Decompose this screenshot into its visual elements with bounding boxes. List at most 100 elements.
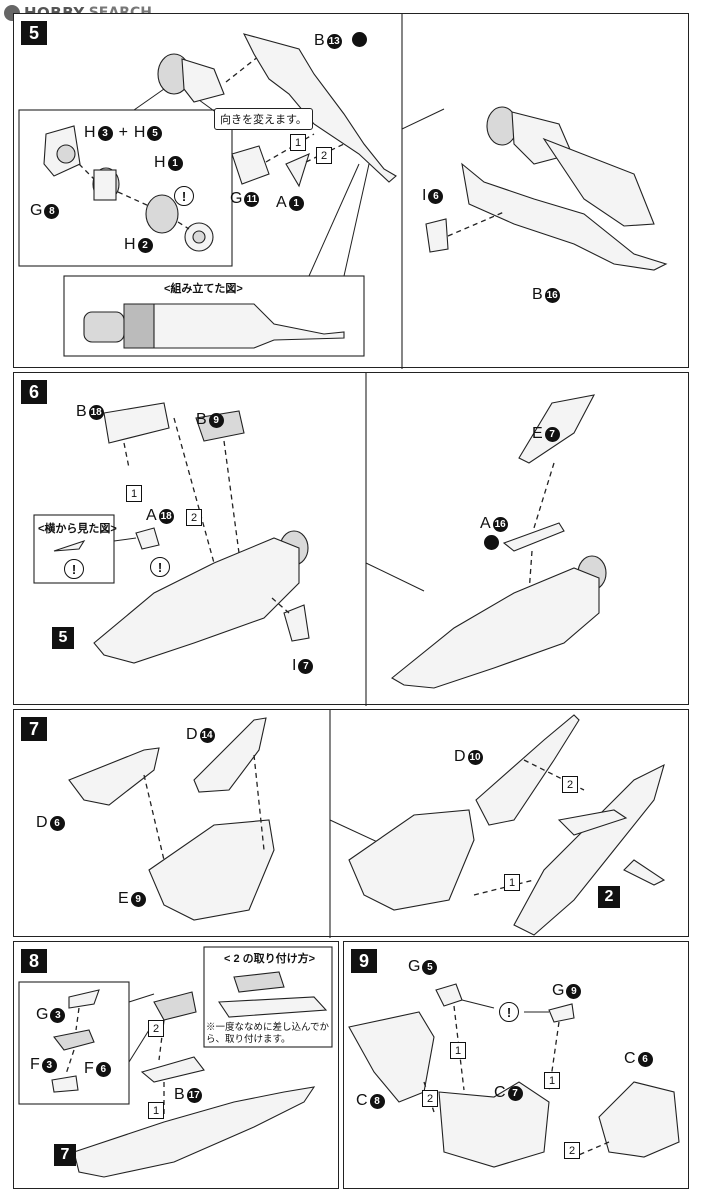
caution-icon: !	[174, 186, 194, 206]
part-label-i6: I 6	[422, 187, 444, 205]
step-9-drawing	[348, 983, 680, 1168]
reference-step-2: 2	[598, 886, 620, 908]
part-number: 1	[288, 195, 304, 211]
part-label-b16: B 16	[532, 286, 560, 304]
part-label-g9: G 9	[552, 982, 582, 1000]
part-number: 8	[44, 203, 60, 219]
part-label-h1: H 1	[154, 154, 183, 172]
part-letter: D	[36, 814, 48, 831]
part-letter: H	[124, 236, 136, 253]
part-label-f6: F 6	[84, 1060, 111, 1078]
order-marker-2: 2	[186, 509, 202, 526]
part-number: 6	[49, 815, 65, 831]
part-number: 13	[326, 33, 342, 49]
part-label-h2: H 2	[124, 236, 153, 254]
part-number: 6	[95, 1061, 111, 1077]
orientation-note: 向きを変えます。	[214, 108, 313, 130]
step-number: 9	[351, 949, 377, 973]
part-letter: H	[154, 154, 166, 171]
step-6-drawing	[33, 373, 607, 706]
part-letter: G	[36, 1006, 49, 1023]
side-view-title: <横から見た図>	[38, 523, 117, 535]
step-5-panel: 5 B 13 向きを変えます。 H 3 + H 5 H 1 ! H 2 G 8 …	[13, 13, 689, 369]
part-number: 7	[544, 426, 560, 442]
part-label-g11: G 11	[230, 190, 260, 208]
part-label-e7: E 7	[532, 425, 560, 443]
part-number: 6	[637, 1051, 653, 1067]
part-number: 3	[50, 1007, 66, 1023]
part-label-c8: C 8	[356, 1092, 385, 1110]
part-letter: A	[146, 507, 157, 524]
order-marker-2: 2	[562, 776, 578, 793]
step-7-panel: 7 D 14 D 6 E 9 D 10 2 1 2	[13, 709, 689, 938]
part-letter: E	[118, 890, 129, 907]
caution-icon: !	[150, 557, 170, 577]
part-letter: A	[276, 194, 287, 211]
part-number: 9	[566, 983, 582, 999]
step-5-drawing	[18, 14, 668, 369]
howto-title: < 2 の取り付け方>	[224, 953, 316, 965]
part-label-a1: A 1	[276, 194, 304, 212]
part-letter: C	[494, 1084, 506, 1101]
step-9-panel: 9 G 5 G 9 ! 1 1 2 2 C 8 C 7 C 6	[343, 941, 689, 1189]
part-letter: F	[30, 1056, 40, 1073]
part-label-b17: B 17	[174, 1086, 202, 1104]
part-number: 7	[298, 658, 314, 674]
part-number: 6	[428, 188, 444, 204]
order-marker-1: 1	[148, 1102, 164, 1119]
order-marker-1: 1	[290, 134, 306, 151]
part-letter: B	[174, 1086, 185, 1103]
assembled-view-title: <組み立てた図>	[164, 283, 243, 295]
rotate-icon	[484, 535, 499, 550]
part-number: 11	[244, 191, 260, 207]
part-number: 2	[137, 237, 153, 253]
part-letter: G	[230, 190, 243, 207]
part-letter: F	[84, 1060, 94, 1077]
part-number: 1	[167, 155, 183, 171]
order-marker-1: 1	[504, 874, 520, 891]
part-number: 7	[507, 1085, 523, 1101]
part-number: 14	[199, 727, 215, 743]
part-number: 3	[41, 1057, 57, 1073]
part-number: 17	[186, 1087, 202, 1103]
part-label-a18: A 18	[146, 507, 174, 525]
part-letter: D	[186, 726, 198, 743]
step-number: 6	[21, 380, 47, 404]
reference-step-5: 5	[52, 627, 74, 649]
part-label-f3: F 3	[30, 1056, 57, 1074]
part-number: 16	[492, 516, 508, 532]
part-number: 18	[88, 404, 104, 420]
part-number: 9	[130, 891, 146, 907]
part-number: 3	[97, 125, 113, 141]
part-label-g5: G 5	[408, 958, 438, 976]
step-8-drawing	[18, 946, 333, 1178]
step-8-panel: 8 G 3 F 3 F 6 2 1 B 17 < 2 の取り付け方> ※一度なな…	[13, 941, 339, 1189]
part-label-g3: G 3	[36, 1006, 66, 1024]
order-marker-2: 2	[564, 1142, 580, 1159]
part-label-d6: D 6	[36, 814, 65, 832]
part-number: 16	[544, 287, 560, 303]
order-marker-2: 2	[422, 1090, 438, 1107]
part-letter: B	[314, 32, 325, 49]
part-letter: A	[480, 515, 491, 532]
step-number: 7	[21, 717, 47, 741]
part-letter: G	[30, 202, 43, 219]
part-letter: I	[422, 187, 427, 204]
part-label-b13: B 13	[314, 32, 342, 50]
part-label-i7: I 7	[292, 657, 314, 675]
part-label-a16: A 16	[480, 515, 508, 533]
part-number: 5	[422, 959, 438, 975]
part-letter: E	[532, 425, 543, 442]
plus-sign: +	[118, 124, 128, 141]
part-label-g8: G 8	[30, 202, 60, 220]
part-letter: D	[454, 748, 466, 765]
part-number: 9	[208, 412, 224, 428]
order-marker-2: 2	[316, 147, 332, 164]
part-label-d14: D 14	[186, 726, 215, 744]
part-label-e9: E 9	[118, 890, 146, 908]
part-number: 18	[158, 508, 174, 524]
order-marker-1: 1	[126, 485, 142, 502]
order-marker-1: 1	[544, 1072, 560, 1089]
caution-icon: !	[499, 1002, 519, 1022]
part-letter: B	[196, 411, 207, 428]
